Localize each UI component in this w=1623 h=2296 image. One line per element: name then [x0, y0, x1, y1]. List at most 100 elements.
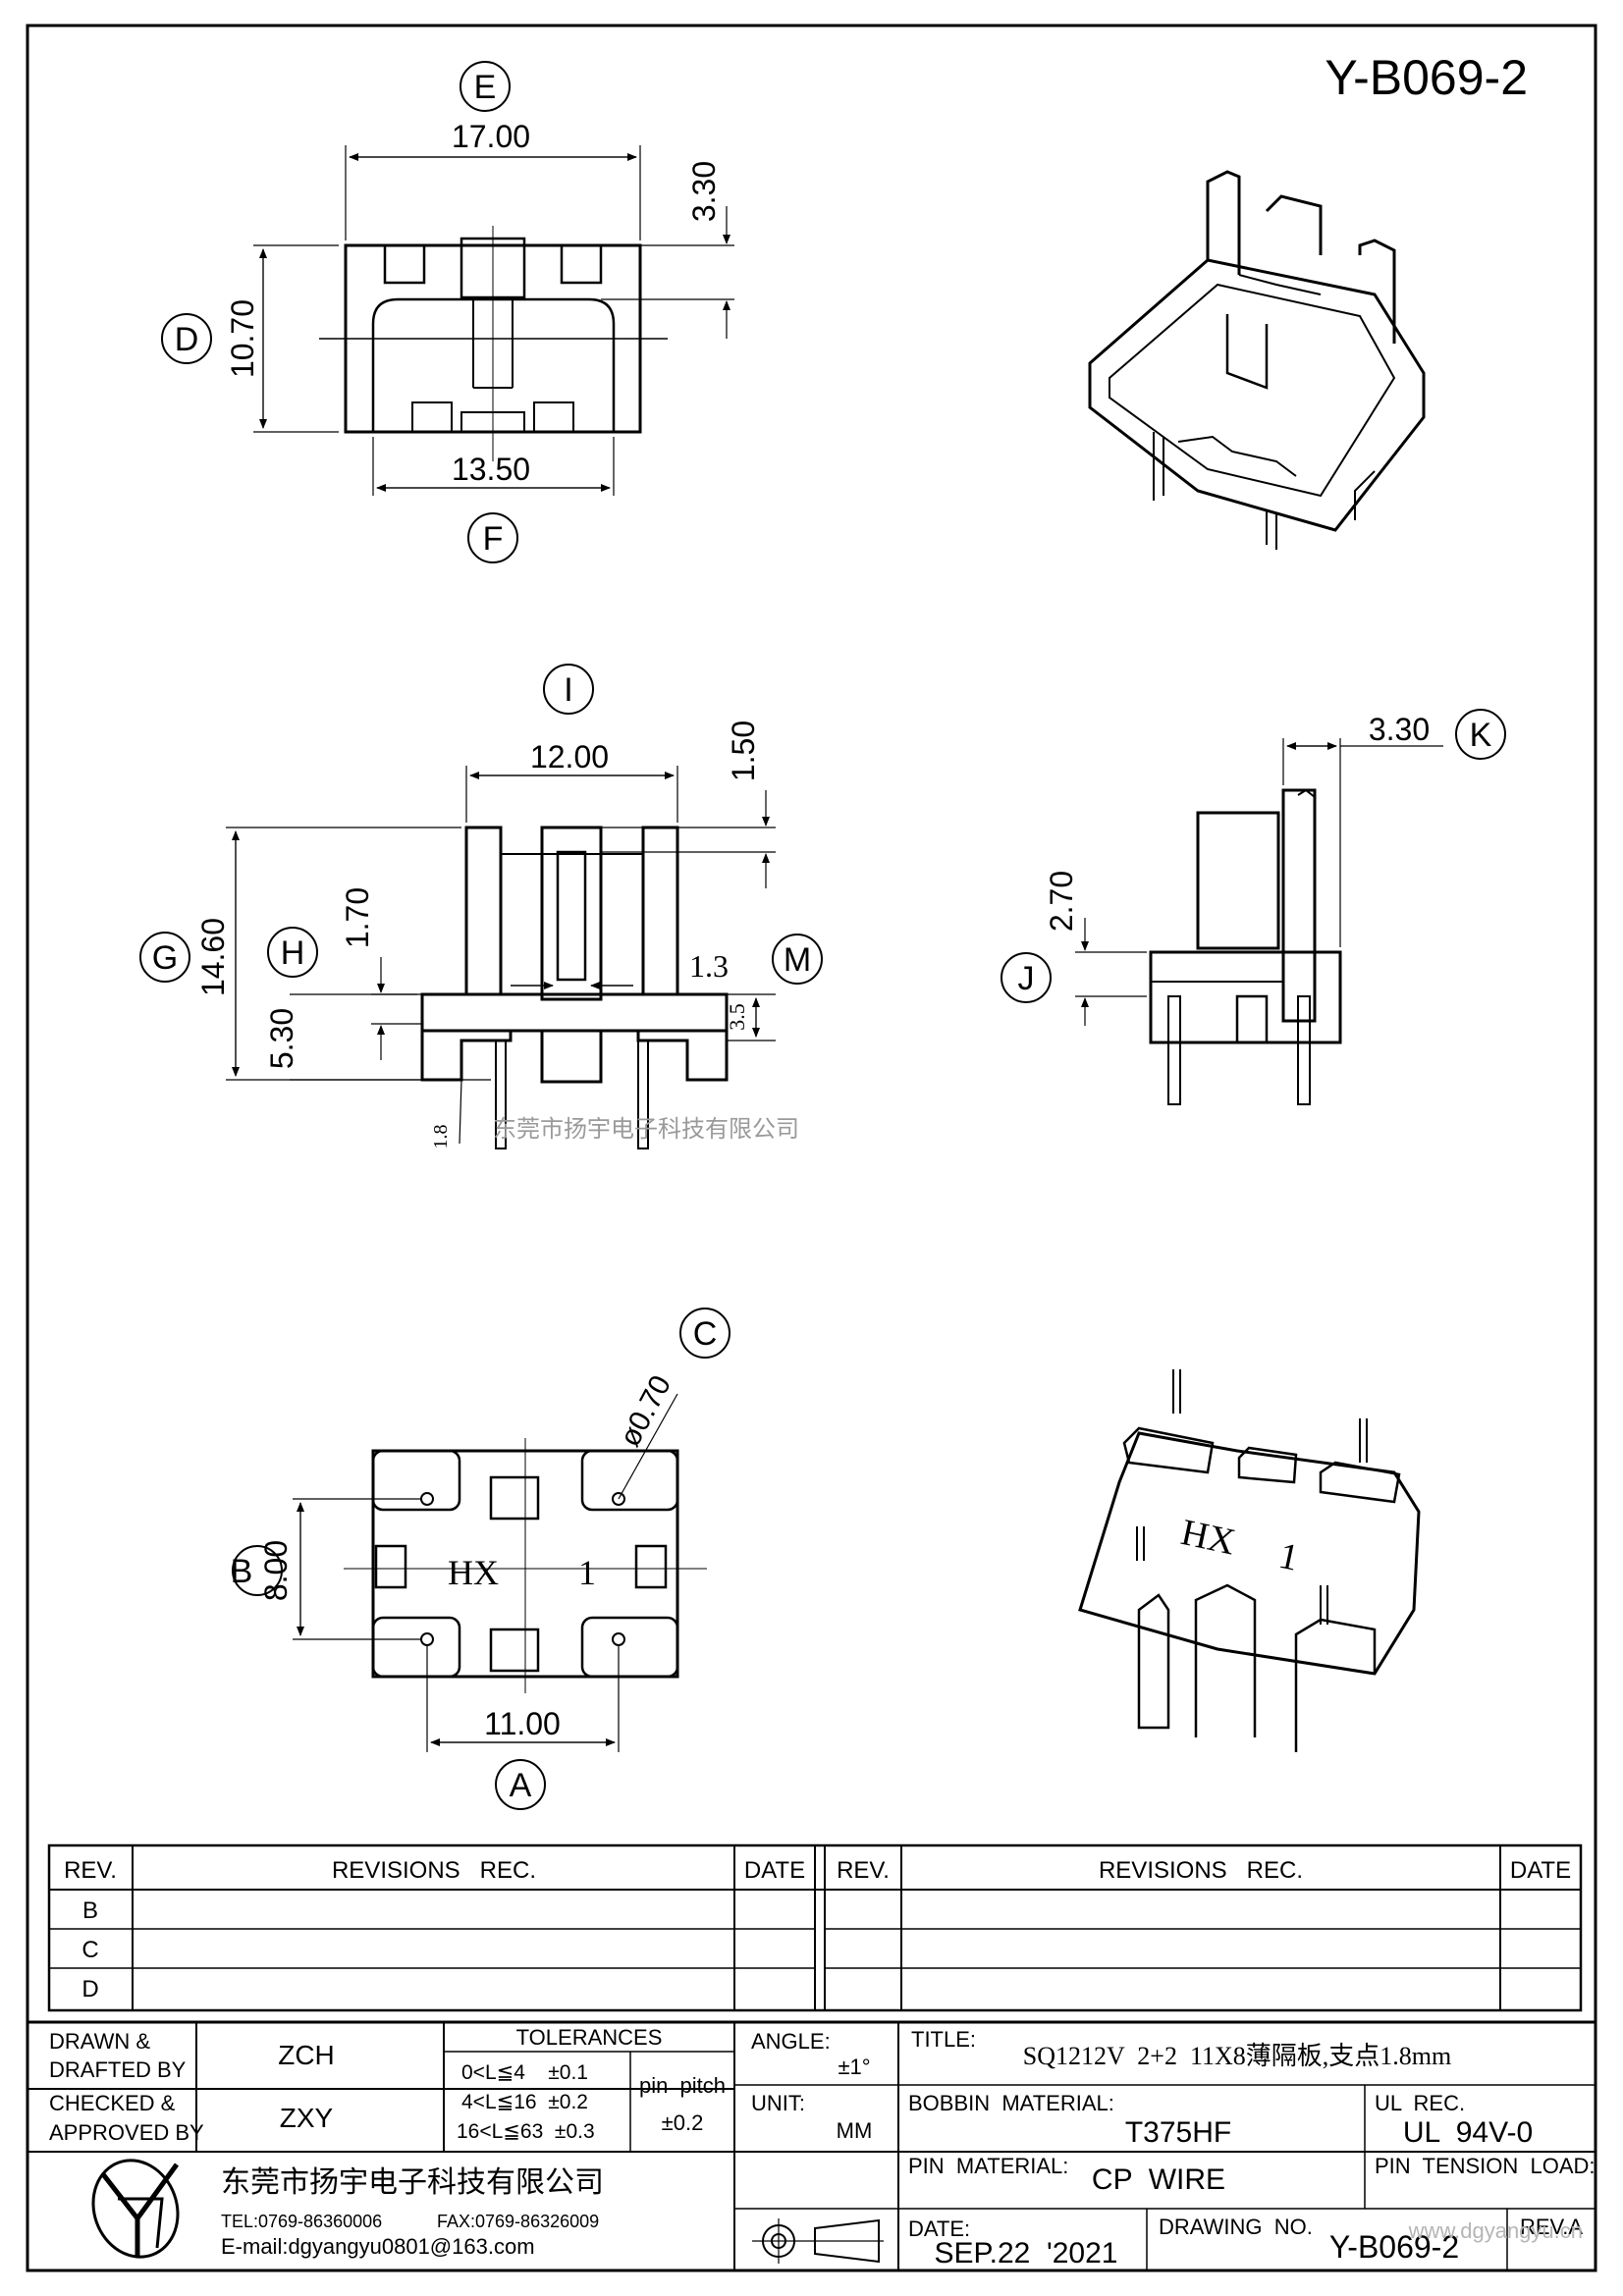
watermark-website: www.dgyangyu.cn [1408, 2218, 1583, 2243]
label-g-circle [139, 932, 190, 983]
bottom-tab-left [411, 401, 453, 433]
checked-label-2: APPROVED BY [49, 2120, 204, 2145]
company-tel: TEL:0769-86360006 [221, 2212, 382, 2231]
front-view: I 12.00 1.50 14.60 G [139, 664, 823, 1149]
company-email: E-mail:dgyangyu0801@163.com [221, 2234, 535, 2259]
date-label: DATE: [908, 2216, 970, 2241]
label-e: E [474, 69, 497, 106]
rev-header-rev-2: REV. [837, 1857, 890, 1884]
top-tab-left [383, 243, 426, 285]
dim-front-17: 1.70 [340, 887, 375, 948]
label-d-circle [161, 313, 212, 364]
iso-mark-1: 1 [1275, 1535, 1302, 1579]
drawn-label-1: DRAWN & [49, 2029, 150, 2054]
title-label: TITLE: [911, 2027, 976, 2052]
pin-pitch-value: ±0.2 [662, 2110, 704, 2135]
rev-row-c: C [81, 1937, 98, 1963]
watermark-company: 东莞市扬宇电子科技有限公司 [493, 1116, 799, 1143]
dim-bottom-8: 8.00 [258, 1540, 294, 1601]
iso-view-top [1088, 170, 1426, 550]
pin-material-label: PIN MATERIAL: [908, 2154, 1068, 2178]
top-tab-right [560, 243, 603, 285]
angle-label: ANGLE: [751, 2029, 831, 2054]
company-name: 东莞市扬宇电子科技有限公司 [221, 2166, 604, 2199]
unit-label: UNIT: [751, 2091, 805, 2115]
rev-header-rec-2: REVISIONS REC. [1099, 1857, 1303, 1884]
label-g: G [152, 939, 178, 977]
revisions-table: REV. REVISIONS REC. DATE REV. REVISIONS … [47, 1843, 1583, 2012]
label-k: K [1470, 717, 1492, 754]
unit-value: MM [837, 2118, 873, 2143]
checked-value: ZXY [280, 2103, 334, 2133]
top-view: E 17.00 3.30 1 [161, 61, 734, 563]
rev-header-rec: REVISIONS REC. [332, 1857, 536, 1884]
label-i-circle [543, 664, 594, 715]
bobbin-value: T375HF [1125, 2116, 1231, 2149]
label-f-circle [467, 512, 518, 563]
label-h-circle [267, 927, 318, 978]
angle-value: ±1° [838, 2055, 870, 2079]
pin-material-value: CP WIRE [1092, 2163, 1225, 2196]
rev-row-d: D [81, 1976, 98, 2002]
iso-view-bottom [1078, 1369, 1421, 1752]
dim-front-35: 3.5 [725, 1003, 749, 1031]
label-h: H [281, 934, 305, 972]
dim-front-13: 1.3 [689, 948, 729, 984]
drawn-label-2: DRAFTED BY [49, 2057, 187, 2082]
bottom-mark-hx: HX [448, 1553, 499, 1592]
dim-front-width: 12.00 [530, 739, 609, 774]
bottom-tab-right [533, 401, 574, 433]
bobbin-label: BOBBIN MATERIAL: [908, 2091, 1114, 2115]
title-value: SQ1212V 2+2 11X8薄隔板,支点1.8mm [1023, 2042, 1451, 2070]
label-k-circle [1455, 709, 1506, 760]
tol-row-3: 16<L≦63 ±0.3 [457, 2120, 595, 2143]
dim-front-18: 1.8 [430, 1125, 452, 1149]
label-m-circle [772, 934, 823, 985]
rev-header-rev: REV. [64, 1857, 117, 1884]
iso-mark-hx: HX [1177, 1512, 1238, 1563]
pin-tension-label: PIN TENSION LOAD: [1375, 2154, 1596, 2178]
dim-bottom-11: 11.00 [484, 1706, 561, 1741]
checked-label-1: CHECKED & [49, 2091, 176, 2115]
dim-top-right: 3.30 [686, 161, 722, 222]
label-d: D [175, 321, 199, 358]
side-view: 3.30 K 2.70 J [1001, 709, 1506, 1105]
label-c-circle [679, 1308, 730, 1359]
label-b: B [231, 1553, 253, 1590]
company-logo-icon [91, 2159, 180, 2259]
rev-header-date: DATE [744, 1857, 805, 1884]
drawing-number-header: Y-B069-2 [1325, 50, 1528, 105]
rev-row-b: B [82, 1897, 98, 1924]
label-b-circle [232, 1545, 283, 1596]
tolerances-title: TOLERANCES [516, 2025, 663, 2050]
drawing-no-label: DRAWING NO. [1159, 2215, 1313, 2239]
label-a: A [510, 1767, 532, 1804]
projection-symbol-icon [752, 2218, 884, 2264]
dim-front-top: 1.50 [726, 721, 761, 781]
label-f: F [483, 520, 504, 558]
top-view-body [344, 243, 642, 434]
dim-front-53: 5.30 [264, 1008, 299, 1069]
bottom-view: C HX 1 ø0.70 B 8.00 11.00 [231, 1308, 730, 1810]
rev-header-date-2: DATE [1510, 1857, 1571, 1884]
label-j-circle [1001, 952, 1052, 1003]
bottom-mark-1: 1 [578, 1553, 596, 1592]
rev-label: REV.A [1520, 2215, 1583, 2239]
dim-top-height: 10.70 [225, 299, 260, 378]
dim-front-height: 14.60 [195, 918, 231, 996]
title-block: DRAWN & DRAFTED BY ZCH CHECKED & APPROVE… [26, 2020, 1597, 2272]
tol-row-2: 4<L≦16 ±0.2 [461, 2091, 588, 2113]
tol-row-1: 0<L≦4 ±0.1 [461, 2061, 588, 2084]
label-m: M [784, 941, 811, 979]
dim-side-33: 3.30 [1369, 712, 1430, 747]
dim-top-width: 17.00 [452, 119, 530, 154]
label-i: I [564, 671, 572, 709]
label-c: C [693, 1315, 718, 1353]
pin-pitch-label: pin pitch [639, 2073, 726, 2098]
drawn-value: ZCH [278, 2040, 335, 2070]
dim-side-27: 2.70 [1044, 871, 1079, 932]
date-value: SEP.22 '2021 [934, 2237, 1117, 2269]
ul-value: UL 94V-0 [1403, 2116, 1533, 2149]
dim-top-bottom: 13.50 [452, 452, 530, 487]
